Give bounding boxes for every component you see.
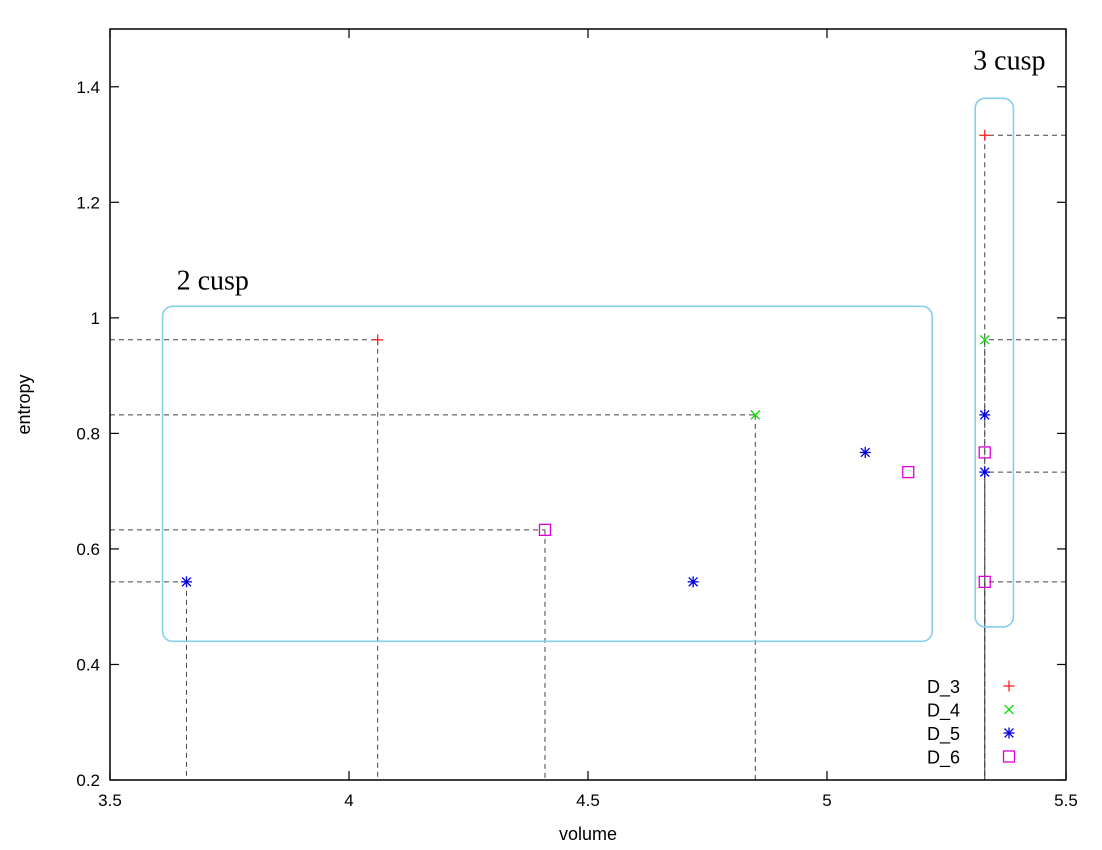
legend-marker — [1003, 727, 1015, 739]
legend-marker — [1002, 750, 1016, 763]
data-point-d-5 — [979, 409, 991, 421]
data-point-d-6 — [902, 465, 915, 479]
legend-marker — [1004, 704, 1014, 715]
marker-stroke — [1002, 750, 1016, 763]
data-point-d-5 — [180, 576, 192, 588]
y-axis-label: entropy — [14, 374, 34, 434]
marker-stroke — [978, 575, 991, 589]
legend-label: D_6 — [927, 748, 960, 769]
annotation-3-cusp: 3 cusp — [973, 45, 1045, 76]
guide-lines — [110, 134, 1066, 780]
marker-stroke — [979, 334, 990, 345]
x-tick-label: 3.5 — [98, 791, 122, 810]
data-point-d-6 — [978, 446, 991, 459]
data-point-d-3 — [372, 334, 384, 346]
legend: D_3D_4D_5D_6 — [927, 677, 1016, 769]
y-tick-label: 0.2 — [76, 771, 100, 790]
data-point-d-5 — [979, 466, 991, 478]
y-tick-label: 0.6 — [76, 540, 100, 559]
data-points — [180, 129, 991, 589]
x-tick-label: 4 — [344, 791, 353, 810]
marker-stroke — [902, 465, 915, 479]
x-tick-label: 5 — [822, 791, 831, 810]
axis-ticks: 3.5 4 4.5 5 5.5 0.2 0.4 0.6 0.8 1 1.2 1.4 — [76, 29, 1078, 810]
marker-stroke — [1004, 728, 1014, 738]
marker-stroke — [978, 446, 991, 459]
cusp-boxes — [161, 97, 1015, 643]
marker-stroke — [979, 410, 990, 420]
legend-label: D_4 — [927, 701, 960, 722]
x-tick-label: 5.5 — [1054, 791, 1078, 810]
legend-marker — [1003, 680, 1015, 692]
data-point-d-5 — [687, 576, 699, 588]
marker-stroke — [1004, 704, 1014, 715]
data-point-d-6 — [978, 575, 991, 589]
marker-stroke — [750, 410, 761, 420]
legend-label: D_5 — [927, 724, 960, 745]
cusp-box — [161, 305, 933, 643]
y-tick-label: 1.4 — [76, 78, 100, 97]
marker-stroke — [860, 447, 871, 458]
legend-label: D_3 — [927, 677, 960, 698]
y-tick-label: 1 — [91, 309, 100, 328]
annotation-2-cusp: 2 cusp — [177, 265, 249, 296]
data-point-d-3 — [979, 129, 991, 141]
x-tick-label: 4.5 — [576, 791, 600, 810]
y-tick-label: 1.2 — [76, 193, 100, 212]
data-point-d-4 — [750, 410, 761, 420]
data-point-d-4 — [979, 334, 990, 345]
plot-frame — [109, 28, 1067, 781]
marker-stroke — [688, 576, 699, 587]
marker-stroke — [979, 467, 990, 477]
data-point-d-6 — [538, 523, 552, 537]
x-axis-label: volume — [559, 824, 617, 844]
marker-stroke — [538, 523, 552, 537]
marker-stroke — [181, 576, 192, 587]
y-tick-label: 0.4 — [76, 655, 100, 674]
y-tick-label: 0.8 — [76, 424, 100, 443]
data-point-d-5 — [859, 446, 871, 458]
cusp-box — [974, 97, 1015, 628]
